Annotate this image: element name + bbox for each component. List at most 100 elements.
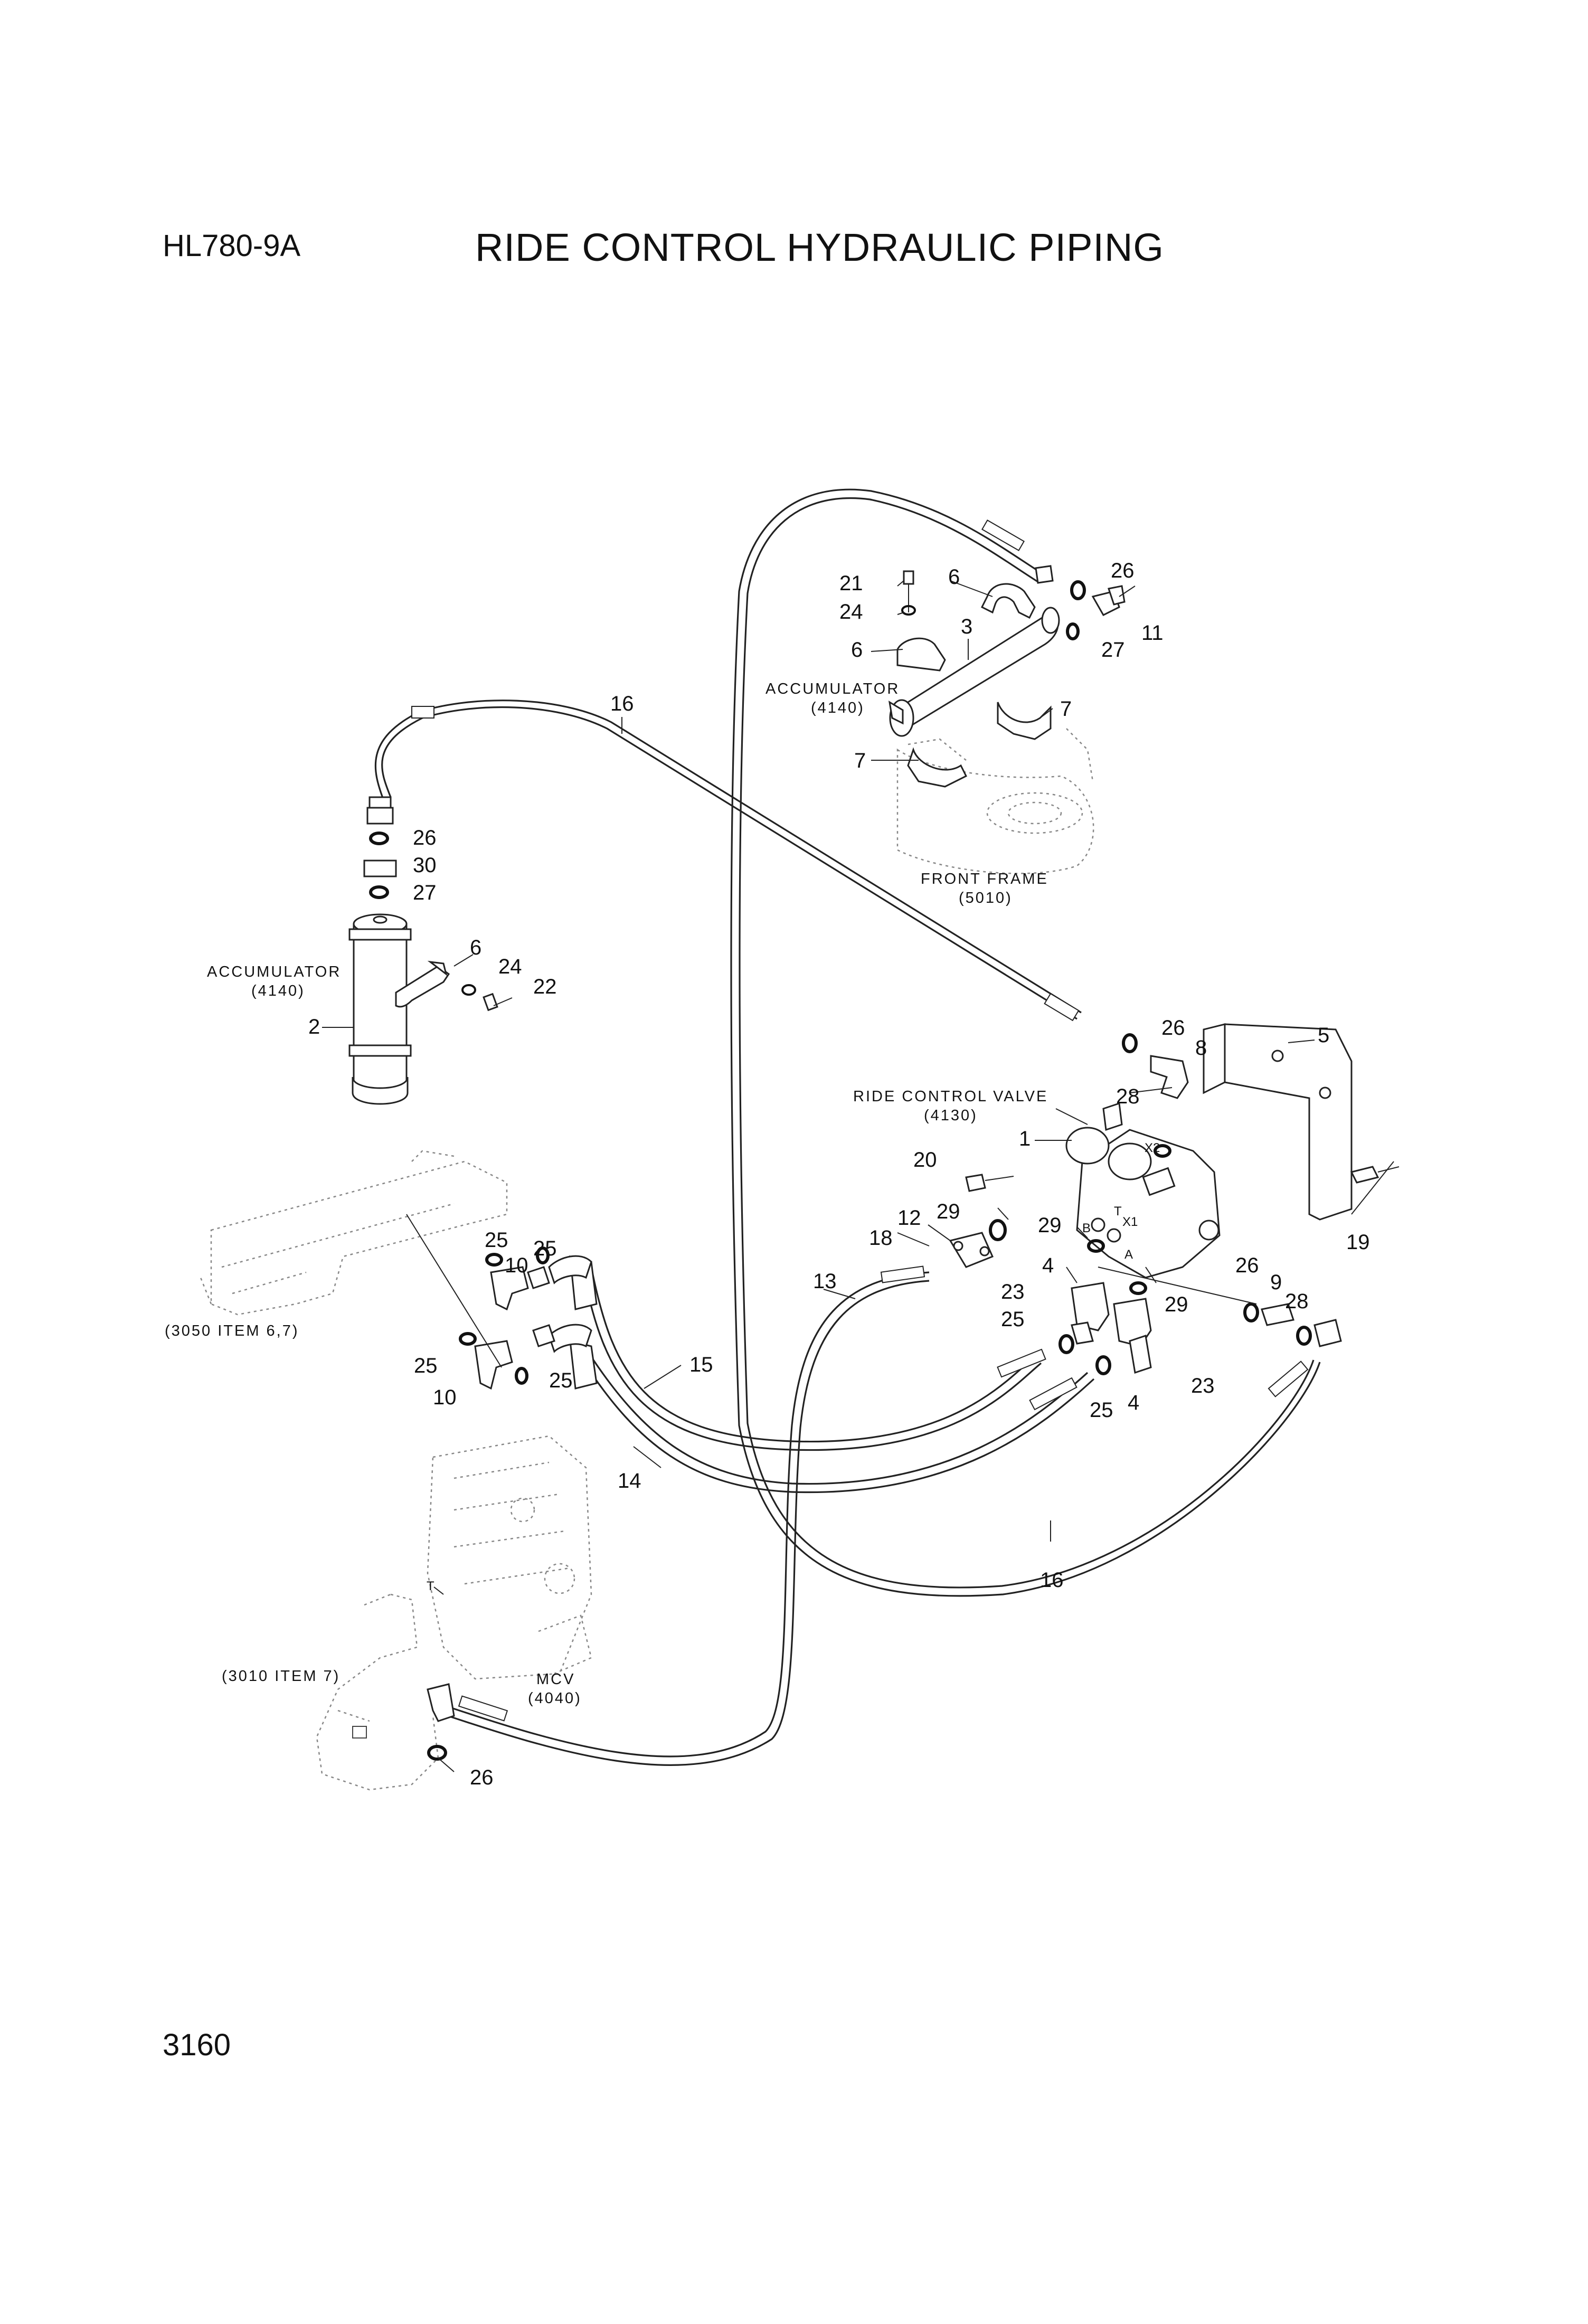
callout-6: 6	[470, 936, 481, 959]
mcv-ref: (4040)	[528, 1690, 582, 1707]
callout-14: 14	[618, 1469, 641, 1492]
port-x2: X2	[1145, 1141, 1160, 1155]
callout-25: 25	[1001, 1308, 1025, 1331]
part-labels: ACCUMULATOR (4140) ACCUMULATOR (4140) FR…	[165, 681, 1048, 1707]
callout-27: 27	[413, 881, 437, 904]
callout-24: 24	[498, 955, 522, 978]
fitting-30-left	[363, 796, 397, 877]
callout-6: 6	[851, 638, 863, 662]
callout-4: 4	[1128, 1391, 1139, 1414]
ride-control-valve	[1065, 1102, 1221, 1279]
accumulator-top-ref: (4140)	[811, 700, 865, 716]
elbow-8-valve	[1150, 1055, 1189, 1099]
port-a: A	[1124, 1248, 1133, 1262]
hose-15	[582, 1267, 1046, 1451]
accumulator-left-ref: (4140)	[251, 982, 305, 999]
o-rings	[369, 580, 1312, 1761]
callout-16: 16	[1040, 1569, 1064, 1592]
callout-27: 27	[1101, 638, 1125, 662]
callout-16: 16	[610, 692, 634, 715]
callout-9: 9	[1270, 1271, 1282, 1294]
callout-23: 23	[1001, 1280, 1025, 1303]
mcv-label: MCV	[536, 1671, 575, 1688]
callout-21: 21	[839, 572, 863, 595]
callout-10: 10	[433, 1386, 457, 1409]
model-number: HL780-9A	[163, 229, 301, 263]
hose-13	[441, 1265, 930, 1766]
bolt-20-valve	[965, 1174, 1014, 1192]
callout-5: 5	[1318, 1024, 1329, 1047]
callout-20: 20	[913, 1148, 937, 1172]
callout-28: 28	[1285, 1290, 1309, 1313]
callout-11: 11	[1141, 621, 1164, 645]
callout-10: 10	[505, 1254, 528, 1277]
callout-23: 23	[1191, 1374, 1215, 1397]
clamp-6-left	[395, 960, 450, 1008]
callout-24: 24	[839, 600, 863, 623]
bolt-22-washer-24-left	[461, 984, 513, 1012]
callout-25: 25	[1090, 1399, 1113, 1422]
callouts: 21 24 6 6 3 26 11 27 7 7 16 26 30 27 6 2…	[308, 559, 1370, 1789]
page-number: 3160	[163, 2028, 231, 2062]
hose-16-upper	[374, 700, 1082, 1022]
callout-7: 7	[854, 749, 866, 772]
callout-18: 18	[869, 1226, 893, 1250]
page-title: RIDE CONTROL HYDRAULIC PIPING	[475, 225, 1164, 269]
callout-25: 25	[533, 1237, 557, 1260]
callout-26: 26	[1161, 1016, 1185, 1040]
clamp-7-top	[907, 702, 1052, 788]
callout-25: 25	[414, 1354, 438, 1377]
accumulator-left	[348, 913, 412, 1105]
mcv-ghost	[427, 1435, 592, 1680]
callout-1: 1	[1019, 1127, 1031, 1150]
tees-10	[474, 1266, 555, 1390]
front-frame-ghost	[896, 728, 1094, 874]
callout-19: 19	[1346, 1231, 1370, 1254]
callout-7: 7	[1060, 697, 1072, 721]
bolt-21-washer-24	[901, 570, 916, 616]
callout-6: 6	[948, 565, 960, 589]
mcv-elbow	[427, 1683, 455, 1722]
hose-15-14-left-ends	[548, 1255, 598, 1390]
port-t: T	[1114, 1204, 1122, 1218]
accumulator-top-label: ACCUMULATOR	[765, 681, 900, 697]
bolt-19	[1350, 1166, 1400, 1184]
item-3050-label: (3050 ITEM 6,7)	[165, 1322, 299, 1339]
fitting-11-top	[1035, 565, 1126, 616]
callout-28: 28	[1116, 1085, 1140, 1108]
port-x1: X1	[1122, 1215, 1138, 1229]
accumulator-left-label: ACCUMULATOR	[207, 963, 341, 980]
callout-26: 26	[470, 1766, 494, 1789]
clamp-6-top	[896, 583, 1036, 672]
callout-26: 26	[1111, 559, 1135, 582]
front-frame-label: FRONT FRAME	[921, 871, 1048, 887]
accumulator-top	[888, 607, 1060, 737]
front-frame-ref: (5010)	[959, 890, 1013, 906]
callout-2: 2	[308, 1015, 320, 1038]
callout-12: 12	[897, 1206, 921, 1230]
callout-26: 26	[1235, 1254, 1259, 1277]
fitting-9-right	[1261, 1303, 1342, 1347]
flange-12	[949, 1232, 994, 1268]
tank-line-ghost	[316, 1593, 439, 1791]
hose-16-long	[730, 488, 1321, 1597]
port-t-mcv: T	[427, 1579, 434, 1593]
item-3010-label: (3010 ITEM 7)	[222, 1668, 340, 1685]
callout-25: 25	[485, 1229, 508, 1252]
callout-30: 30	[413, 854, 437, 877]
callout-29: 29	[937, 1200, 960, 1223]
callout-8: 8	[1195, 1036, 1207, 1060]
callout-29: 29	[1038, 1214, 1062, 1237]
leader-lines	[322, 580, 1394, 1772]
ride-control-valve-ref: (4130)	[924, 1107, 978, 1124]
callout-26: 26	[413, 826, 437, 849]
callout-3: 3	[961, 615, 972, 638]
callout-25: 25	[549, 1369, 573, 1392]
callout-13: 13	[813, 1270, 837, 1293]
loader-frame-ghost	[200, 1150, 508, 1316]
bracket-5	[1203, 1023, 1353, 1221]
port-b: B	[1082, 1221, 1091, 1235]
callout-15: 15	[689, 1353, 713, 1376]
ride-control-valve-label: RIDE CONTROL VALVE	[853, 1088, 1048, 1105]
